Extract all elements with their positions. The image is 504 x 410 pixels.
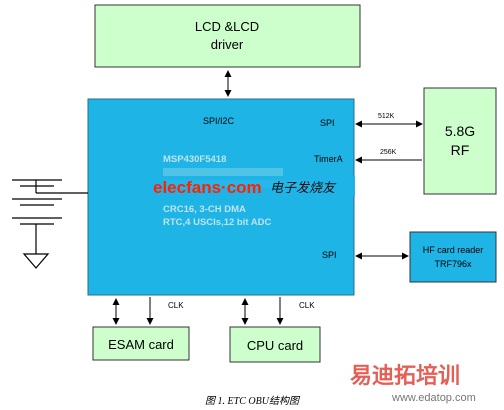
watermark-brand: elecfans·com xyxy=(153,178,262,197)
watermark-elecfans: elecfans·com 电子发烧友 xyxy=(150,176,355,197)
port-spi-rf: SPI xyxy=(320,118,335,128)
watermark-cn: 电子发烧友 xyxy=(270,181,337,196)
hf-label-line1: HF card reader xyxy=(423,245,484,255)
watermark-edatop: 易迪拓培训 www.edatop.com xyxy=(350,363,476,404)
port-spi-i2c: SPI/I2C xyxy=(203,116,235,126)
rf-block: 5.8G RF xyxy=(423,87,497,195)
port-spi-hf: SPI xyxy=(322,250,337,260)
esam-card-block: ESAM card xyxy=(92,326,190,361)
cpu-clk-label: CLK xyxy=(299,301,315,310)
cpu-card-block: CPU card xyxy=(229,326,321,363)
mcu-desc-line2: CRC16, 3-CH DMA xyxy=(163,204,246,215)
obscured-text-line xyxy=(163,168,283,176)
battery-symbol xyxy=(12,179,88,269)
port-timer-a: TimerA xyxy=(314,154,343,164)
rf-label-line1: 5.8G xyxy=(445,123,475,139)
mcu-block: SPI/I2C SPI TimerA SPI MSP430F5418 CRC16… xyxy=(87,98,355,296)
lcd-label-line1: LCD &LCD xyxy=(195,19,259,34)
mcu-desc-line1: MSP430F5418 xyxy=(163,154,226,165)
hf-reader-block: HF card reader TRF796x xyxy=(409,231,497,283)
lcd-label-line2: driver xyxy=(211,37,244,52)
spi-speed-label: 512K xyxy=(378,113,395,120)
esam-label: ESAM card xyxy=(108,337,174,352)
watermark-site-url: www.edatop.com xyxy=(391,392,476,404)
figure-caption: 图 1. ETC OBU结构图 xyxy=(205,396,299,407)
esam-clk-label: CLK xyxy=(168,301,184,310)
hf-label-line2: TRF796x xyxy=(434,259,472,269)
lcd-driver-block: LCD &LCD driver xyxy=(94,4,361,68)
watermark-site-cn: 易迪拓培训 xyxy=(350,363,460,389)
cpu-label: CPU card xyxy=(247,338,303,353)
mcu-desc-line3: RTC,4 USCIs,12 bit ADC xyxy=(163,217,272,228)
timer-freq-label: 256K xyxy=(380,149,397,156)
rf-label-line2: RF xyxy=(451,142,470,158)
